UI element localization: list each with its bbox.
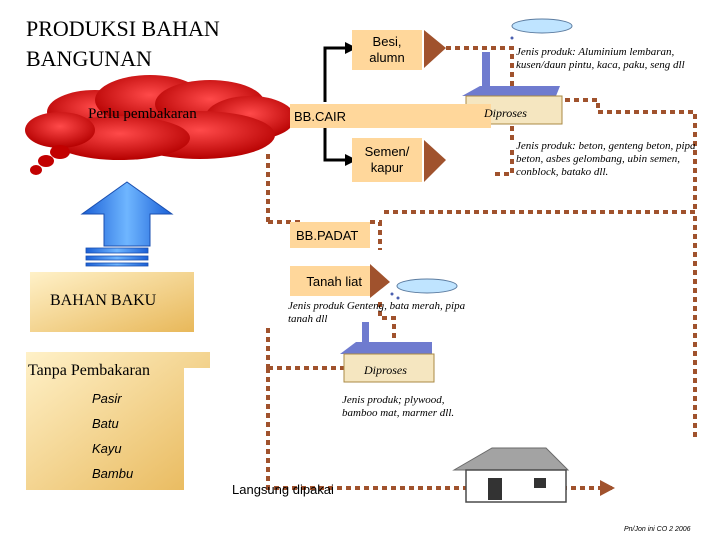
langsung-dipakai-label: Langsung dipakai xyxy=(232,482,334,497)
besi-arrowhead xyxy=(424,30,446,68)
title-line-1: PRODUKSI BAHAN xyxy=(26,16,220,41)
note-produk-tanah: Jenis produk Genteng, bata merah, pipa t… xyxy=(288,300,466,325)
node-besi-label: Besi, alumn xyxy=(369,34,405,65)
semen-arrowhead xyxy=(424,140,446,182)
tanpa-pembakaran-panel xyxy=(26,352,210,490)
node-tanah-liat-label: Tanah liat xyxy=(306,273,362,289)
bahan-baku-label: BAHAN BAKU xyxy=(50,292,157,309)
langsung-arrowhead xyxy=(600,480,615,496)
note-produk-kayu: Jenis produk; plywood, bamboo mat, marme… xyxy=(342,394,455,419)
bahan-baku-box xyxy=(30,272,194,332)
tanah-arrowhead xyxy=(370,264,390,298)
note-produk-logam: Jenis produk: Aluminium lembaran, kusen/… xyxy=(516,46,685,71)
material-item: Pasir xyxy=(92,391,122,406)
factory-icon-2 xyxy=(340,278,458,383)
material-item: Kayu xyxy=(92,441,122,456)
diproses-label-1: Diproses xyxy=(484,106,527,120)
split-connector xyxy=(323,46,350,162)
house-icon xyxy=(452,447,570,503)
dotted-flow-lines xyxy=(266,46,697,490)
node-semen-kapur: Semen/ kapur xyxy=(352,138,422,182)
material-item: Bambu xyxy=(92,466,134,481)
node-tanah-liat: Tanah liat xyxy=(290,266,370,296)
cloud-label: Perlu pembakaran xyxy=(88,106,197,122)
node-semen-label: Semen/ kapur xyxy=(364,144,410,175)
node-bb-padat: BB.PADAT xyxy=(290,222,370,248)
title-line-2: BANGUNAN xyxy=(26,46,152,71)
blue-up-arrow xyxy=(80,181,174,267)
node-besi-alumn: Besi, alumn xyxy=(352,30,422,70)
footer-credit: Pn/Jon ini CO 2 2006 xyxy=(624,526,691,533)
cloud-perlu-pembakaran xyxy=(25,75,295,175)
diproses-label-2: Diproses xyxy=(364,363,407,377)
tanpa-pembakaran-label: Tanpa Pembakaran xyxy=(28,362,150,379)
page-title: PRODUKSI BAHAN BANGUNAN xyxy=(26,14,220,74)
node-bb-cair: BB.CAIR xyxy=(290,104,491,128)
note-produk-semen: Jenis produk: beton, genteng beton, pipa… xyxy=(516,140,696,178)
node-bb-padat-label: BB.PADAT xyxy=(296,227,359,243)
material-item: Batu xyxy=(92,416,119,431)
node-bb-cair-label: BB.CAIR xyxy=(294,108,347,124)
